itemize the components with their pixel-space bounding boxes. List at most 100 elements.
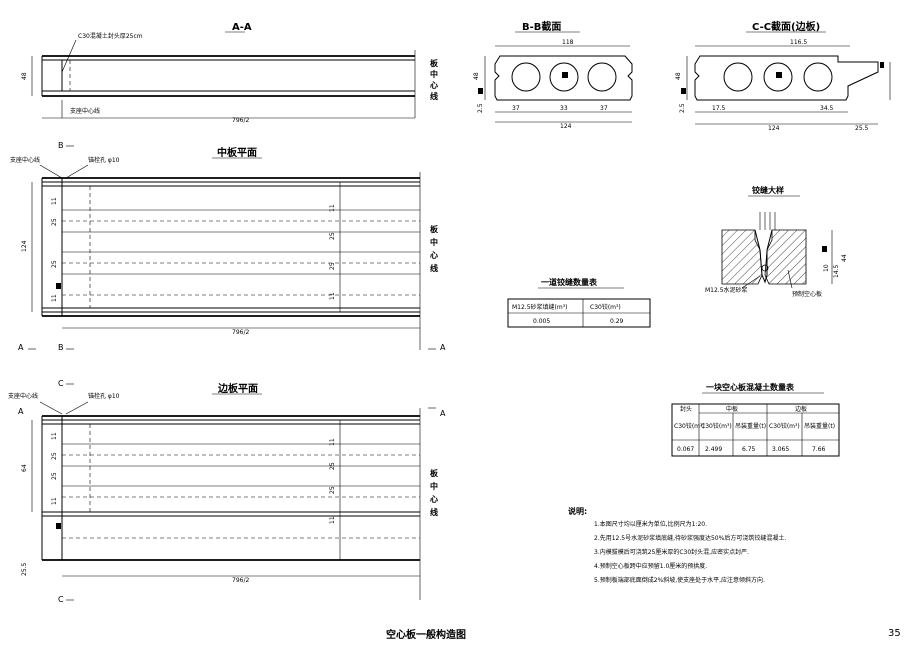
table-concrete-v4: 3.065 [772, 446, 789, 453]
joint-dim-2: 14.5 [833, 264, 840, 278]
edge-plan-bolt: 锚栓孔 φ10 [88, 392, 120, 400]
view-cc-part-1: 17.5 [712, 105, 726, 112]
view-cc-dim-h: 48 [675, 72, 682, 80]
mid-plan-dl-3: 25 [51, 260, 58, 268]
mid-plan-dl-4: 11 [51, 294, 58, 302]
joint-detail: 铰缝大样 10 14.5 44 M12.5水泥砂浆 预制空心板 [705, 185, 848, 298]
mid-plan-dr-4: 11 [329, 292, 336, 300]
mid-plan-label-a-right: A [440, 343, 446, 352]
table-concrete-s1: C30铰(m³) [674, 422, 705, 430]
view-cc: C-C截面(边板) 116.5 48 2.5 17.5 34.5 124 25.… [675, 20, 891, 132]
table-concrete-g3: 边板 [795, 405, 807, 413]
view-bb-title: B-B截面 [522, 20, 561, 33]
joint-dim-3: 44 [841, 254, 848, 262]
mid-plan-dr-1: 11 [329, 204, 336, 212]
edge-plan-dl-4: 11 [51, 497, 58, 505]
notes-title: 说明: [568, 506, 587, 516]
table-joint-v2: 0.29 [610, 318, 624, 325]
table-concrete-title: 一块空心板混凝土数量表 [706, 382, 795, 392]
view-aa-side-label: 板中心线 [430, 58, 439, 101]
table-joint-title: 一道铰缝数量表 [541, 277, 598, 287]
edge-plan-dr-1: 11 [329, 438, 336, 446]
view-bb-dim-top: 118 [562, 39, 574, 46]
table-joint-h1: M12.5砂浆填缝(m³) [512, 303, 567, 311]
view-aa-dim-len: 796/2 [232, 117, 249, 124]
table-concrete: 一块空心板混凝土数量表 封头 中板 边板 C30铰(m³) C30铰(m³) 吊… [671, 382, 840, 457]
table-concrete-g1: 封头 [680, 405, 692, 413]
joint-label-slab: 预制空心板 [792, 290, 822, 298]
view-cc-dim-bottom: 124 [768, 125, 780, 132]
mid-plan-title: 中板平面 [217, 146, 257, 159]
edge-plan-dr-3: 25 [329, 486, 336, 494]
mid-plan-dim-len: 796/2 [232, 329, 249, 336]
mid-plan-dl-1: 11 [51, 197, 58, 205]
table-joint: 一道铰缝数量表 M12.5砂浆填缝(m³) C30铰(m³) 0.005 0.2… [507, 277, 651, 328]
view-bb-dim-bottom: 124 [560, 123, 572, 130]
edge-plan-label-c-bottom: C [58, 595, 64, 604]
note-4: 4.预制空心板跨中应预留1.0厘米的预拱度. [594, 562, 707, 570]
edge-plan-dim-bottom: 25.5 [21, 562, 28, 576]
view-aa-dim-h: 48 [21, 72, 28, 80]
table-concrete-v5: 7.66 [812, 446, 826, 453]
page-number: 35 [888, 628, 901, 639]
table-concrete-s4: C30铰(m³) [769, 422, 800, 430]
joint-dim-1: 10 [823, 264, 830, 272]
edge-plan-support: 支座中心线 [8, 392, 38, 400]
edge-plan-dl-3: 25 [51, 472, 58, 480]
edge-plan-dr-4: 11 [329, 516, 336, 524]
notes: 说明: 1.本图尺寸均以厘米为单位,比例尺为1:20. 2.先用12.5号水泥砂… [568, 506, 786, 584]
view-cc-part-2: 34.5 [820, 105, 834, 112]
edge-plan-side-label: 板中心线 [430, 468, 439, 517]
view-bb-part-2: 33 [560, 105, 568, 112]
view-bb-dim-h: 48 [473, 72, 480, 80]
mid-plan-label-b: B [58, 141, 64, 150]
edge-plan-title: 边板平面 [217, 382, 258, 395]
joint-detail-title: 铰缝大样 [752, 185, 784, 195]
view-bb: B-B截面 118 48 2.5 37 33 37 124 [473, 20, 633, 130]
mid-plan-support: 支座中心线 [10, 156, 40, 164]
view-bb-part-3: 37 [600, 105, 608, 112]
edge-plan-dr-2: 25 [329, 462, 336, 470]
table-concrete-g2: 中板 [726, 405, 738, 413]
table-joint-h2: C30铰(m³) [590, 303, 621, 311]
mid-plan-label-a-left: A [18, 343, 24, 352]
view-cc-title: C-C截面(边板) [752, 20, 820, 33]
view-cc-dim-h2: 2.5 [679, 103, 686, 113]
view-aa-support: 支座中心线 [70, 107, 100, 115]
note-5: 5.预制板端部底面倒成2%斜坡,使支座处于水平,应注意倾斜方向. [594, 576, 765, 584]
view-bb-dim-h2: 2.5 [477, 103, 484, 113]
table-concrete-s2: C30铰(m³) [701, 422, 732, 430]
table-concrete-s3: 吊装重量(t) [735, 422, 766, 430]
table-concrete-v3: 6.75 [742, 446, 756, 453]
view-cc-dim-top: 116.5 [790, 39, 807, 46]
edge-plan-label-c: C [58, 379, 64, 388]
mid-plan-bolt: 锚栓孔 φ10 [88, 156, 120, 164]
edge-plan-dl-2: 25 [51, 452, 58, 460]
view-aa: A-A C30混凝土封头厚25cm 48 支座中心线 796/2 板中心线 [21, 22, 439, 124]
mid-plan: 中板平面 B 支座中心线 锚栓孔 φ10 124 11 25 25 11 [10, 141, 446, 352]
joint-label-mortar: M12.5水泥砂浆 [705, 286, 748, 294]
mid-plan-dim-width: 124 [21, 240, 28, 252]
view-aa-title: A-A [232, 22, 252, 33]
edge-plan-label-a-left: A [18, 407, 24, 416]
table-concrete-v1: 0.067 [677, 446, 694, 453]
view-cc-dim-right: 25.5 [855, 125, 869, 132]
table-joint-v1: 0.005 [533, 318, 550, 325]
mid-plan-side-label: 板中心线 [430, 224, 439, 273]
table-concrete-v2: 2.499 [705, 446, 722, 453]
note-3: 3.内模拔模后可浇筑25厘米厚的C30封头混,应密实点封严. [594, 548, 749, 556]
edge-plan-label-a-right: A [440, 409, 446, 418]
mid-plan-dl-2: 25 [51, 218, 58, 226]
mid-plan-label-b-bottom: B [58, 343, 64, 352]
view-aa-note: C30混凝土封头厚25cm [78, 32, 143, 40]
mid-plan-dr-2: 25 [329, 232, 336, 240]
table-concrete-s5: 吊装重量(t) [804, 422, 835, 430]
edge-plan-dl-1: 11 [51, 432, 58, 440]
edge-plan-dim-width: 64 [21, 464, 28, 472]
note-1: 1.本图尺寸均以厘米为单位,比例尺为1:20. [594, 520, 707, 528]
edge-plan-dim-len: 796/2 [232, 577, 249, 584]
note-2: 2.先用12.5号水泥砂浆填底缝,待砂浆强度达50%后方可浇筑铰缝混凝土. [594, 534, 786, 542]
view-bb-part-1: 37 [512, 105, 520, 112]
edge-plan: 边板平面 C 支座中心线 锚栓孔 φ10 A A 64 25.5 11 25 2 [8, 379, 446, 604]
